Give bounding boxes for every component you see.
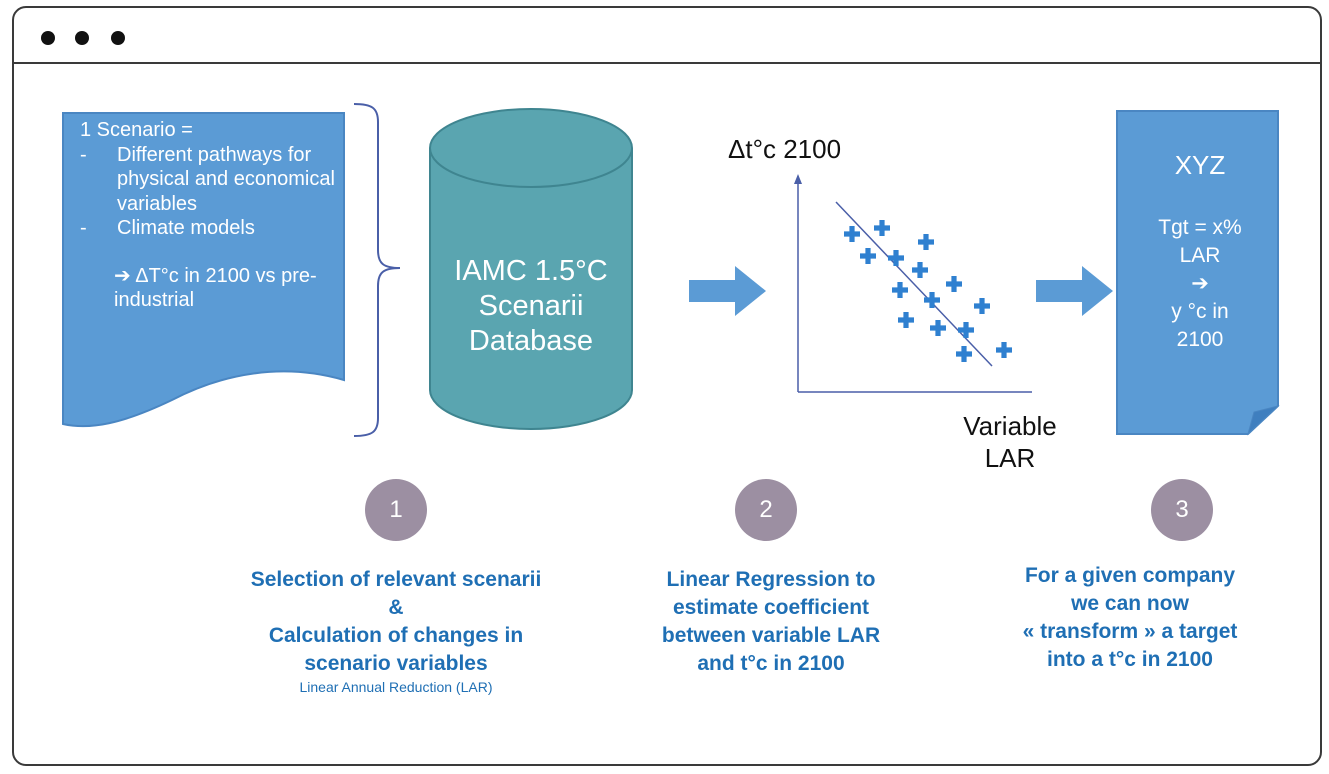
step-2-badge: 2	[735, 479, 797, 541]
plus-marker-icon	[930, 320, 946, 336]
plus-marker-icon	[912, 262, 928, 278]
step-1-text: Selection of relevant scenarii & Calcula…	[176, 566, 616, 696]
plus-marker-icon	[874, 220, 890, 236]
scatter-x-label: Variable LAR	[963, 411, 1057, 473]
y-axis-arrowhead	[794, 174, 802, 184]
step-3-text: For a given company we can now « transfo…	[1022, 564, 1238, 671]
step-3-badge: 3	[1151, 479, 1213, 541]
plus-marker-icon	[996, 342, 1012, 358]
scatter-plot	[794, 174, 1032, 393]
step-2-text: Linear Regression to estimate coefficien…	[661, 568, 881, 675]
plus-marker-icon	[956, 346, 972, 362]
titlebar-divider	[12, 62, 1322, 64]
step-1-badge: 1	[365, 479, 427, 541]
step-1-subtext: Linear Annual Reduction (LAR)	[299, 679, 493, 695]
plus-marker-icon	[918, 234, 934, 250]
window-dot-3[interactable]	[111, 31, 125, 45]
plus-marker-icon	[946, 276, 962, 292]
plus-marker-icon	[974, 298, 990, 314]
plus-marker-icon	[958, 322, 974, 338]
scenario-title: 1 Scenario =	[80, 119, 193, 141]
plus-marker-icon	[860, 248, 876, 264]
window-dot-1[interactable]	[41, 31, 55, 45]
scatter-y-label: Δt°c 2100	[728, 134, 842, 164]
arrow-right-icon: ➔	[1191, 272, 1209, 295]
plus-marker-icon	[898, 312, 914, 328]
database-cylinder-icon	[429, 108, 633, 430]
arrow-right-icon: ➔	[114, 264, 131, 287]
result-document-shape	[1116, 110, 1280, 436]
plus-marker-icon	[924, 292, 940, 308]
plus-marker-icon	[892, 282, 908, 298]
result-title: XYZ	[1174, 150, 1226, 180]
scenario-note: ➔ ΔT°c in 2100 vs pre-industrial	[114, 264, 317, 312]
arrow-right-icon	[689, 266, 766, 316]
scenario-document-text: 1 Scenario = - Different pathways for ph…	[80, 118, 342, 313]
database-label: IAMC 1.5°C Scenarii Database	[454, 255, 608, 357]
window-dot-2[interactable]	[75, 31, 89, 45]
plus-markers	[844, 220, 1012, 362]
trend-line	[835, 201, 993, 367]
plus-marker-icon	[844, 226, 860, 242]
arrow-right-icon	[1036, 266, 1113, 316]
scenario-bullet-1: - Different pathways for physical and ec…	[80, 143, 335, 215]
right-brace-icon	[353, 103, 401, 437]
plus-marker-icon	[888, 250, 904, 266]
scenario-document-shape	[62, 112, 345, 428]
result-body: Tgt = x% LAR ➔ y °c in 2100	[1120, 214, 1280, 354]
scenario-bullet-2: - Climate models	[80, 217, 255, 239]
